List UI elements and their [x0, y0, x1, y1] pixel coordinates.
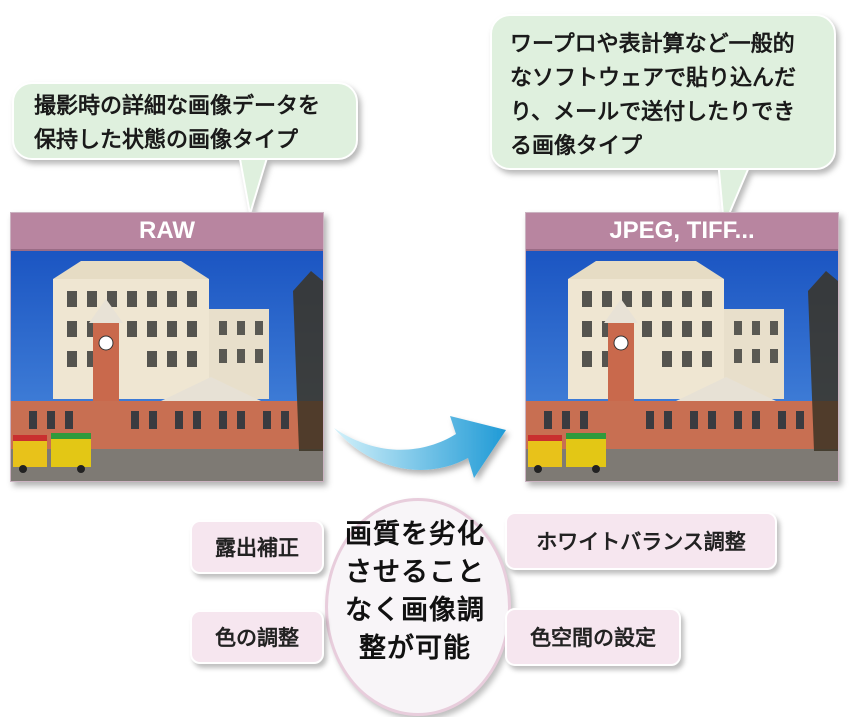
right-bubble-line-1: ワープロや表計算など一般的 [510, 32, 795, 57]
center-circle [325, 498, 511, 716]
left-bubble-line-1: 撮影時の詳細な画像データを [34, 94, 321, 119]
right-bubble: ワープロや表計算など一般的 なソフトウェアで貼り込んだ り、メールで送付したりで… [490, 14, 836, 170]
right-bubble-line-4: る画像タイプ [510, 134, 643, 159]
center-line-4: 整が可能 [359, 633, 471, 664]
right-curved-arrow-icon [334, 416, 506, 478]
tag-exposure-compensation: 露出補正 [190, 520, 324, 574]
tag-white-balance: ホワイトバランス調整 [505, 512, 777, 570]
tag-color-space: 色空間の設定 [505, 608, 681, 666]
tag-color-adjustment: 色の調整 [190, 610, 324, 664]
center-line-1: 画質を劣化 [345, 519, 485, 550]
center-line-2: させること [345, 557, 485, 588]
raw-card-header: RAW [11, 213, 323, 251]
left-bubble-line-2: 保持した状態の画像タイプ [34, 128, 299, 153]
jpeg-image-card: JPEG, TIFF... [525, 212, 839, 482]
raw-building-photo [11, 251, 323, 481]
left-bubble-tail [236, 148, 272, 215]
right-bubble-line-3: り、メールで送付したりでき [510, 100, 796, 125]
left-bubble: 撮影時の詳細な画像データを 保持した状態の画像タイプ [12, 82, 358, 160]
raw-image-card: RAW [10, 212, 324, 482]
center-circle-text: 画質を劣化 させること なく画像調 整が可能 [332, 516, 498, 668]
right-bubble-tail [716, 160, 754, 227]
jpeg-building-photo [526, 251, 838, 481]
right-bubble-line-2: なソフトウェアで貼り込んだ [510, 66, 797, 91]
jpeg-card-header: JPEG, TIFF... [526, 213, 838, 251]
center-line-3: なく画像調 [345, 595, 485, 626]
